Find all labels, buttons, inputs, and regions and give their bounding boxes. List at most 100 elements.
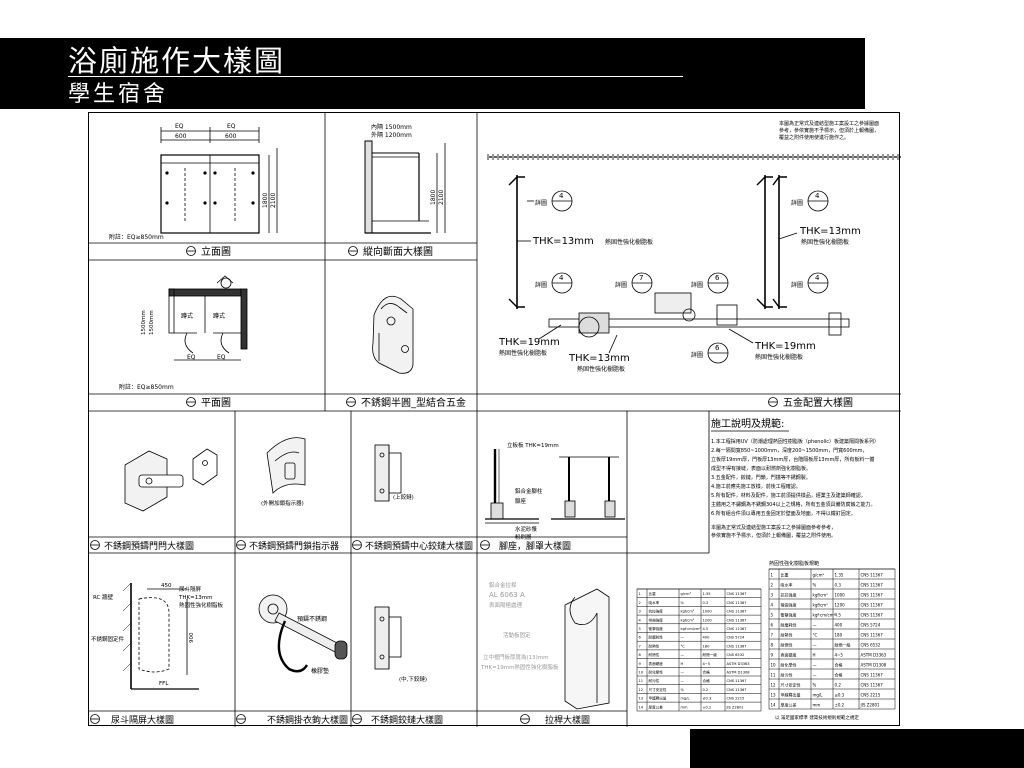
hinge2-panel: (中,下鉸鏈) 不銹鋼鉸鏈大樣圖 <box>351 606 477 726</box>
thk13-mid: THK=13mm <box>568 353 630 364</box>
spec-cell: — <box>681 653 685 657</box>
spec-cell: CNS 11367 <box>727 679 747 683</box>
spec-cell: 甲醛釋出量 <box>649 696 667 701</box>
center-hinge-title: 不銹鋼預鑄中心鉸鏈大樣圖 <box>365 540 473 552</box>
urinal-label-1: 尿斗隔屏 <box>179 585 202 593</box>
spec-cell: 彎曲強度 <box>781 602 797 608</box>
spec-cell: 耐磨耗性 <box>649 635 664 640</box>
feet-title: 腳座，腳罩大樣圖 <box>499 540 571 552</box>
spec-cell: 衝擊強度 <box>781 612 797 618</box>
detail-marker-1: 詳圖 4 <box>527 190 573 212</box>
spec-cell: kgf/cm² <box>813 593 829 598</box>
spec-cell: 12 <box>639 688 644 692</box>
notes-title: 施工說明及規範: <box>711 417 784 430</box>
svg-text:4: 4 <box>815 274 820 282</box>
spec-cell: g/cm³ <box>813 573 825 578</box>
spec-cell: % <box>681 688 685 692</box>
spec-cell: 比重 <box>781 572 789 578</box>
thk13-left: THK=13mm <box>532 236 594 247</box>
thk13-right: THK=13mm <box>799 226 861 237</box>
spec-cell: 耐污性 <box>649 678 660 683</box>
feet-panel: 立板板 THK=19mm 鋁合金腳柱 腳座 水泥砂漿 粉刷層 腳座，腳罩大樣圖 <box>477 441 627 552</box>
feet-board-label: 立板板 THK=19mm <box>507 441 559 449</box>
plan-dim-1: 1500mm <box>141 310 147 335</box>
spec-cell: 14 <box>639 705 644 709</box>
urinal-panel: RC 牆壁 尿斗隔屏 THK=13mm 熱固性強化樹脂板 不銹鋼固定件 450 … <box>89 582 235 726</box>
board-mid: 熱固性強化樹脂板 <box>577 365 625 373</box>
spec-cell: 吸水率 <box>781 582 793 588</box>
spec-cell: 11 <box>639 679 644 683</box>
title-underline <box>68 76 683 77</box>
spec-cell: % <box>681 601 685 605</box>
feet-label-2: 腳座 <box>515 497 527 505</box>
spec-cell: CNS 11367 <box>727 644 747 648</box>
spec-cell: 6 <box>639 636 642 640</box>
spec-cell: 3 <box>639 610 641 614</box>
handle-label-2: AL 6063 A <box>489 591 525 599</box>
spec-cell: 9 <box>639 662 642 666</box>
section-title: 縱向斷面大樣圖 <box>363 245 433 258</box>
elev-dim-eq1: EQ <box>175 123 184 130</box>
handle-label-1: 鋁合金拉桿 <box>489 581 517 589</box>
spec-table-title: 熱固性強化樹脂板規範 <box>769 560 819 567</box>
elev-dim-600b: 600 <box>225 133 237 140</box>
spec-cell: JIS Z2801 <box>860 703 881 708</box>
spec-cell: g/cm³ <box>681 592 692 596</box>
spec-cell: ASTM D1308 <box>861 663 887 668</box>
center-hinge-label: (上鉸鏈) <box>393 493 414 501</box>
spec-cell: CNS 11367 <box>861 673 884 678</box>
svg-text:詳圖: 詳圖 <box>691 351 703 359</box>
svg-text:6: 6 <box>715 344 720 352</box>
svg-text:詳圖: 詳圖 <box>535 281 547 289</box>
panel-grid <box>89 113 901 727</box>
spec-cell: 2 <box>771 583 774 588</box>
spec-cell: CNS 11367 <box>861 583 884 588</box>
spec-cell: 7 <box>639 644 641 648</box>
handle-label-4: 活動板固定 <box>503 631 531 639</box>
spec-cell: 甲醛釋出量 <box>781 692 801 698</box>
spec-cell: 耐污性 <box>781 672 793 678</box>
hardware-note: 本圖為正常式及連結型施工案設工之參據圖面 參考，參依實施不予標示，但須於上報備圖… <box>779 120 881 141</box>
section-dim-inner: 內隔 1500mm <box>371 123 412 131</box>
spec-cell: mm <box>813 703 821 708</box>
spec-cell: CNS 11367 <box>861 633 884 638</box>
spec-cell: kgf/cm² <box>813 603 829 608</box>
spec-cell: % <box>813 583 817 588</box>
spec-cell: 5 <box>771 613 774 618</box>
urinal-label-rc: RC 牆壁 <box>93 593 114 601</box>
elev-dim-1800: 1800 <box>262 193 269 208</box>
spec-cell: — <box>813 673 817 678</box>
spec-cell: 400 <box>703 636 711 640</box>
board-right: 熱固性強化樹脂板 <box>801 238 849 246</box>
center-hinge-panel: (上鉸鏈) 不銹鋼預鑄中心鉸鏈大樣圖 <box>351 444 477 552</box>
section-dim-1800: 1800 <box>430 190 437 205</box>
spec-cell: — <box>681 679 685 683</box>
spec-cell: kgf·cm/cm² <box>681 627 702 631</box>
handle-label-7: THK=19mm熱固性強化樹脂板 <box>480 663 559 671</box>
spec-cell: 吸水率 <box>649 600 660 605</box>
spec-cell: 7 <box>771 633 774 638</box>
notes-line-3: 立板厚19mm厚，門板厚13mm厚，台階隔板厚13mm厚，所有板料一體 <box>711 456 874 463</box>
detail-marker-6b: 詳圖 6 <box>691 342 729 364</box>
svg-text:4: 4 <box>559 192 564 200</box>
plan-room-2: 蹲式 <box>213 312 225 320</box>
notes-line-5: 3.五金配件，鉸鏈，門鎖，門擋等不銹鋼製。 <box>711 474 811 481</box>
notes-line-1: 1.本工程採用UV（防潮處理熱固性樹脂板（phenolic）板建築隔間板系列） <box>711 438 879 445</box>
spec-cell: 表面硬度 <box>649 661 664 666</box>
feet-label-1: 鋁合金腳柱 <box>515 487 543 495</box>
hinge-panel: 不銹鋼半圓_型結合五金 <box>325 295 477 409</box>
title-bar <box>0 38 865 109</box>
spec-cell: 耐燃一級 <box>835 642 851 648</box>
spec-cell: 耐化學性 <box>781 662 797 668</box>
page-subtitle: 學生宿舍 <box>68 82 169 107</box>
spec-cell: 14 <box>771 703 777 708</box>
board-left2: 熱固性強化樹脂板 <box>499 349 547 357</box>
spec-cell: mg/L <box>681 697 690 701</box>
urinal-label-3: 熱固性強化樹脂板 <box>179 601 224 609</box>
spec-cell: 衝擊強度 <box>649 626 664 631</box>
spec-cell: 11 <box>771 673 777 678</box>
plan-dim-eq1: EQ <box>187 354 196 361</box>
spec-cell: 6 <box>771 623 774 628</box>
notes-line-2: 2.每一隔間寬850~1000mm，深度200~1500mm，門寬600mm， <box>711 447 867 454</box>
